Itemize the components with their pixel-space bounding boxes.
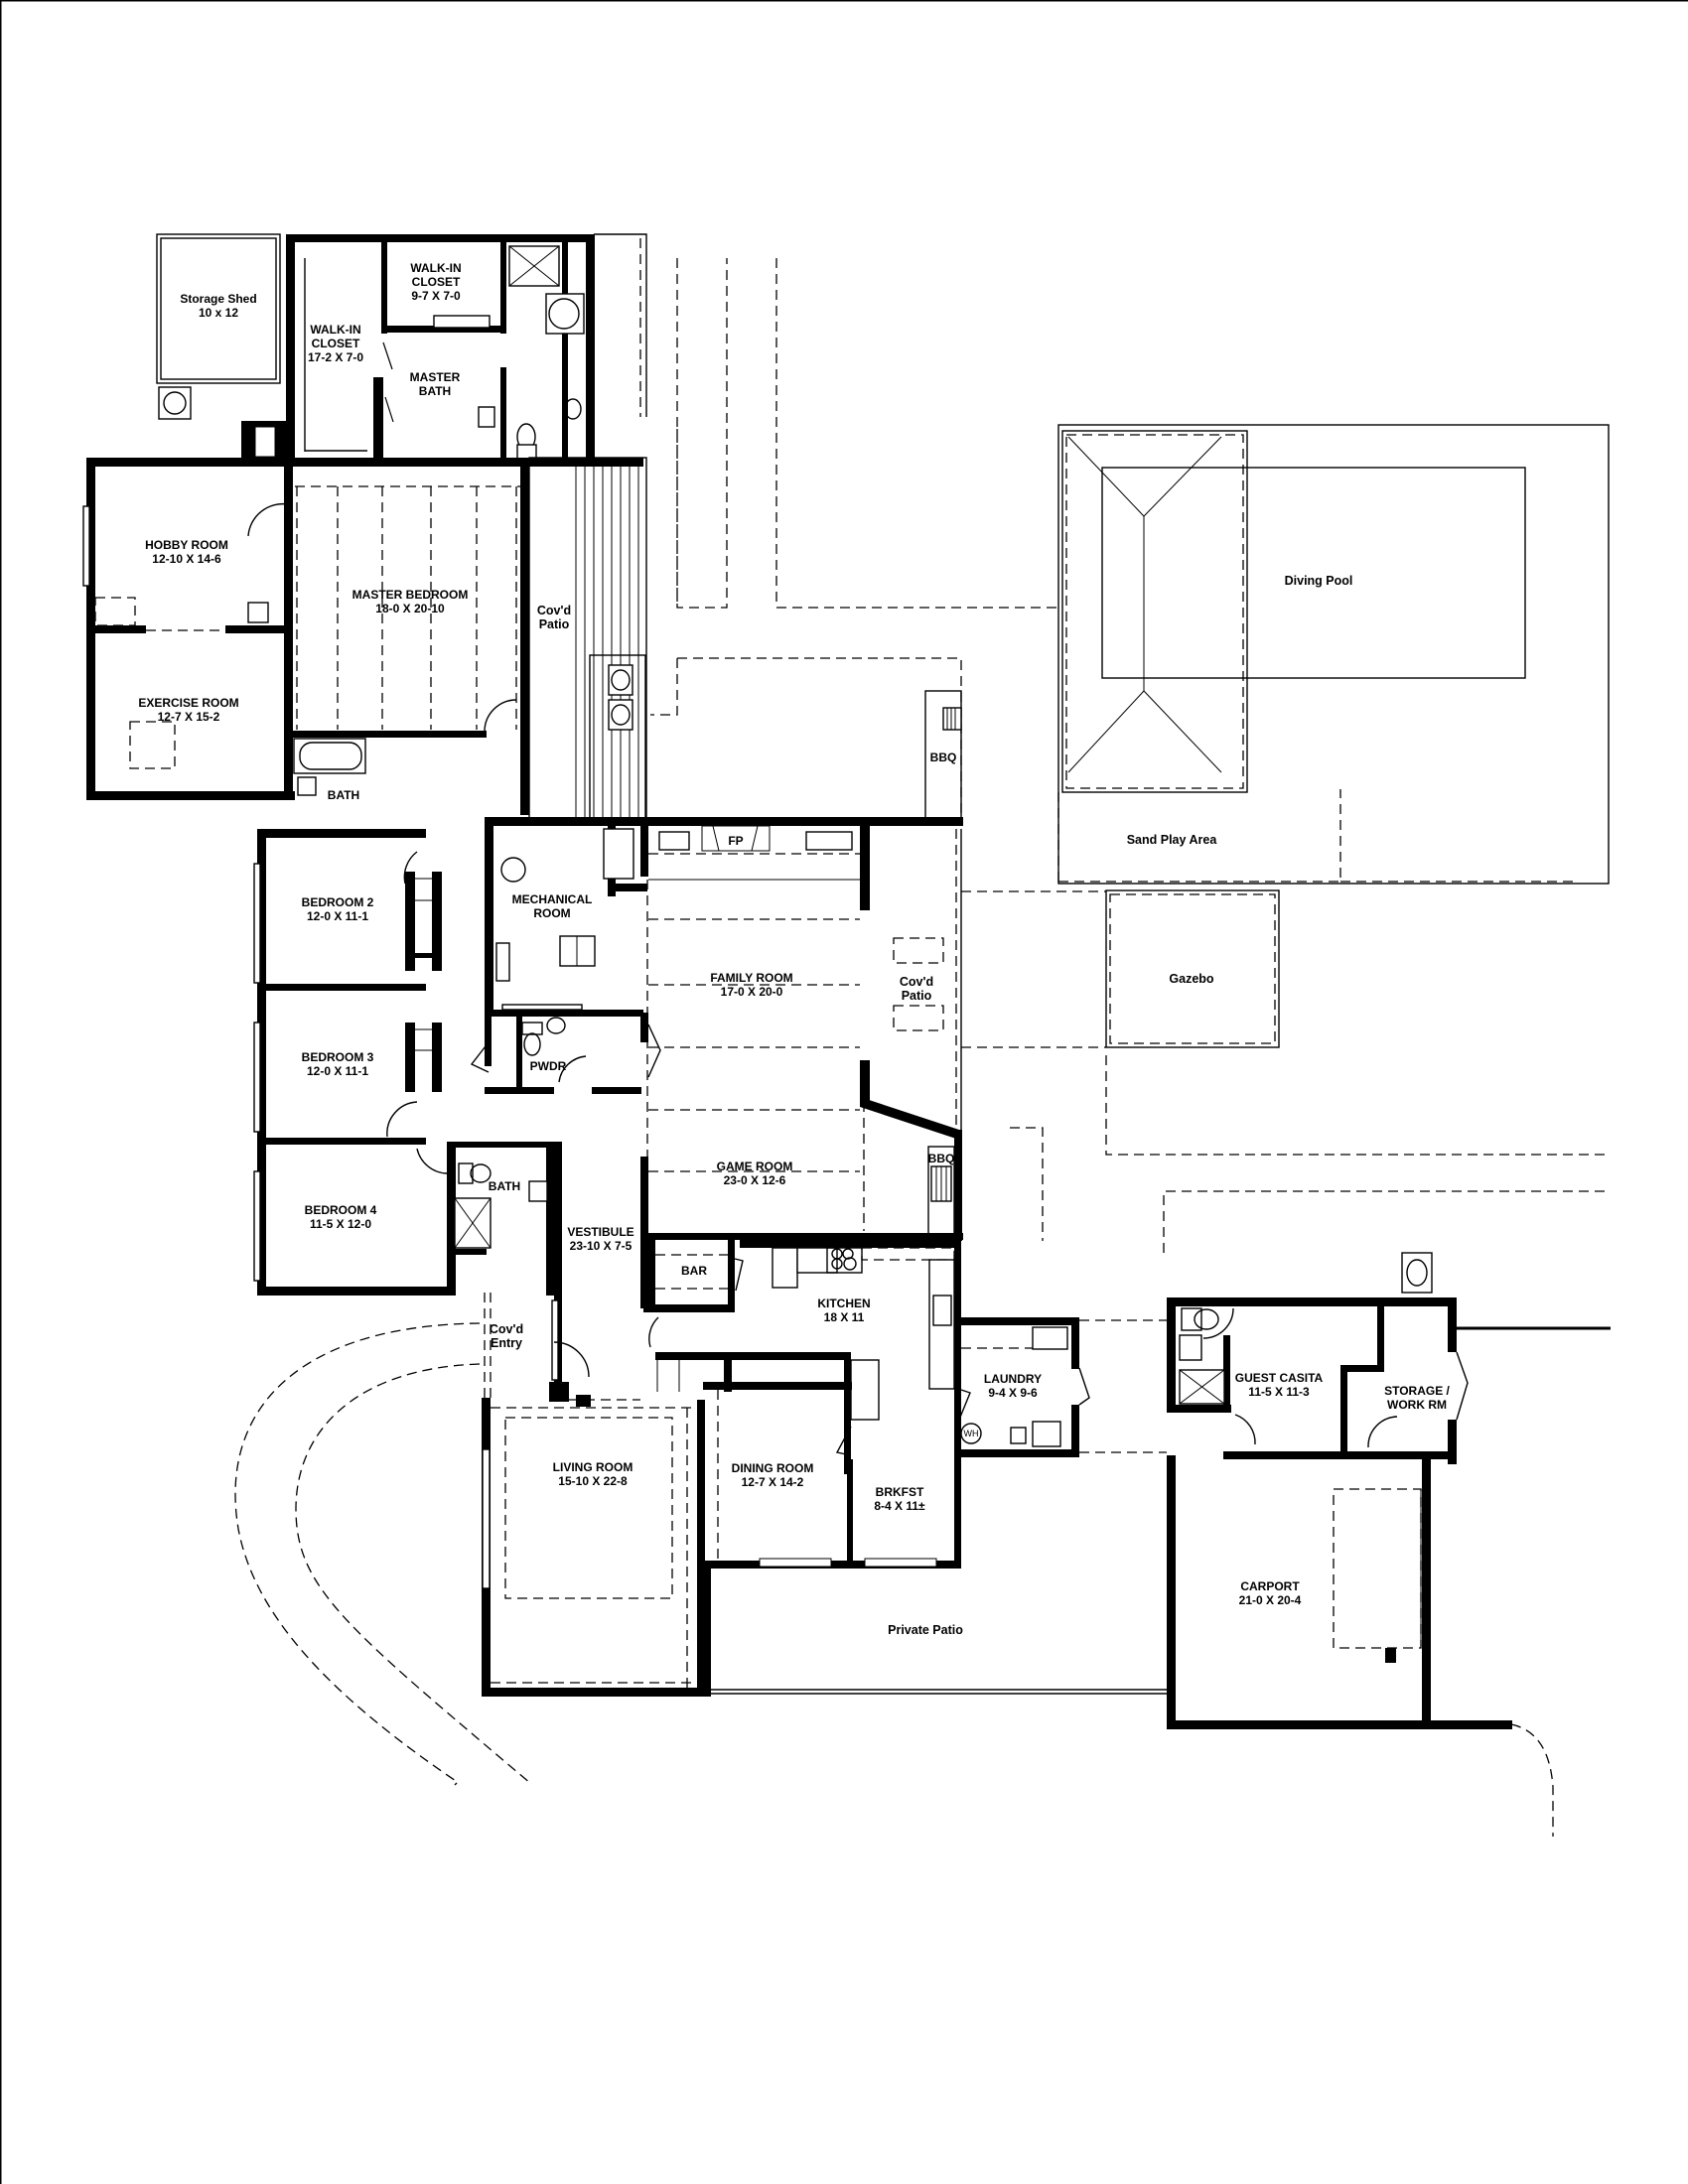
label-game-room: GAME ROOM 23-0 X 12-6 xyxy=(716,1160,793,1187)
label-bedroom-2: BEDROOM 2 12-0 X 11-1 xyxy=(301,895,374,923)
label-storage-shed: Storage Shed 10 x 12 xyxy=(180,292,257,320)
living-room-walls xyxy=(482,1395,705,1697)
label-walk-in-closet-1: WALK-IN CLOSET 17-2 X 7-0 xyxy=(307,323,364,364)
label-powder: PWDR xyxy=(529,1059,567,1073)
label-guest-casita: GUEST CASITA 11-5 X 11-3 xyxy=(1234,1371,1324,1399)
sand-play-area xyxy=(1057,789,1579,883)
label-vestibule: VESTIBULE 23-10 X 7-5 xyxy=(567,1225,634,1253)
label-bath-1: BATH xyxy=(327,788,360,802)
storage-shed xyxy=(156,233,281,420)
label-storage-work-rm: STORAGE / WORK RM xyxy=(1384,1384,1450,1412)
label-family-room: FAMILY ROOM 17-0 X 20-0 xyxy=(710,971,793,999)
label-gazebo: Gazebo xyxy=(1169,972,1214,986)
label-master-bedroom: MASTER BEDROOM 18-0 X 20-10 xyxy=(352,588,469,615)
label-hobby-room: HOBBY ROOM 12-10 X 14-6 xyxy=(145,538,228,566)
label-bath-2: BATH xyxy=(488,1179,521,1193)
label-carport: CARPORT 21-0 X 20-4 xyxy=(1238,1579,1302,1607)
family-covd-patio xyxy=(893,829,962,1241)
bedroom-wing-walls xyxy=(253,829,456,1296)
kitchen-walls xyxy=(648,1240,961,1421)
label-dining-room: DINING ROOM 12-7 X 14-2 xyxy=(731,1461,814,1489)
label-bedroom-3: BEDROOM 3 12-0 X 11-1 xyxy=(301,1050,374,1078)
hobby-exercise-walls xyxy=(82,458,295,800)
hall-bath-walls xyxy=(447,1142,556,1296)
label-brkfst: BRKFST 8-4 X 11± xyxy=(874,1485,925,1513)
outdoor-equipment xyxy=(241,421,286,461)
driveway xyxy=(234,1322,532,1786)
label-laundry: LAUNDRY 9-4 X 9-6 xyxy=(983,1372,1043,1400)
label-bbq-upper: BBQ xyxy=(929,751,957,764)
label-exercise-room: EXERCISE ROOM 12-7 X 15-2 xyxy=(138,696,239,724)
dining-brkfst-walls xyxy=(703,1380,961,1569)
master-bedroom-walls xyxy=(286,458,643,815)
casita-walls xyxy=(1167,1252,1611,1464)
bar-walls xyxy=(643,1240,744,1312)
pool-area xyxy=(1057,424,1610,885)
master-suite-walls xyxy=(286,234,595,463)
gazebo xyxy=(961,889,1609,1253)
label-mechanical-room: MECHANICAL ROOM xyxy=(511,892,593,920)
family-game-walls xyxy=(640,817,963,1305)
label-covd-patio-family: Cov'd Patio xyxy=(899,975,934,1003)
label-diving-pool: Diving Pool xyxy=(1284,574,1353,588)
carport-walls xyxy=(1167,1455,1554,1837)
label-bbq-lower: BBQ xyxy=(927,1152,955,1165)
label-sand-play-area: Sand Play Area xyxy=(1126,833,1217,847)
bbq-lower xyxy=(927,1146,955,1235)
label-fireplace: FP xyxy=(728,834,744,848)
master-patio-decking xyxy=(528,457,647,821)
label-wh: WH xyxy=(963,1429,979,1438)
label-bar: BAR xyxy=(681,1264,707,1278)
label-covd-patio-master: Cov'd Patio xyxy=(536,604,572,631)
private-patio xyxy=(703,1563,1167,1697)
landscape-outlines xyxy=(650,258,1058,822)
mechanical-powder-walls xyxy=(470,817,647,1094)
label-master-bath: MASTER BATH xyxy=(409,370,461,398)
label-bedroom-4: BEDROOM 4 11-5 X 12-0 xyxy=(304,1203,377,1231)
label-private-patio: Private Patio xyxy=(888,1623,963,1637)
laundry-walls xyxy=(954,1317,1167,1457)
label-covd-entry: Cov'd Entry xyxy=(489,1322,524,1350)
label-living-room: LIVING ROOM 15-10 X 22-8 xyxy=(552,1460,633,1488)
label-walk-in-closet-2: WALK-IN CLOSET 9-7 X 7-0 xyxy=(410,261,462,303)
label-kitchen: KITCHEN 18 X 11 xyxy=(817,1297,871,1324)
